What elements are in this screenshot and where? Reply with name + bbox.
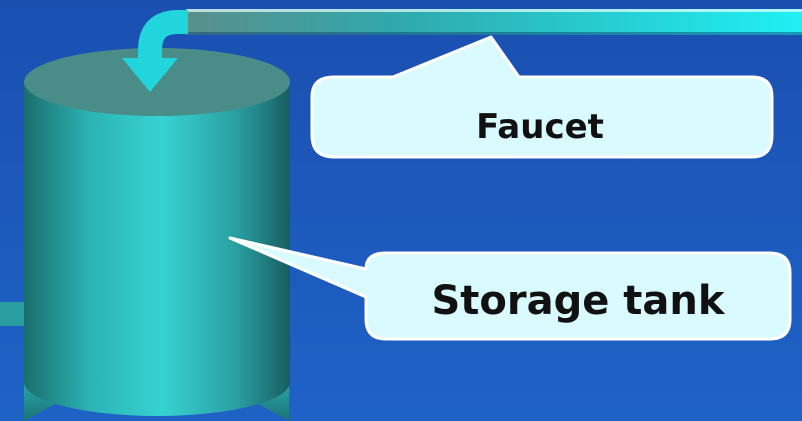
inflow-arrow-head [122, 58, 178, 92]
storage-tank-callout [228, 236, 792, 341]
storage-tank-label: Storage tank [431, 278, 725, 324]
pipe-highlight [186, 9, 802, 12]
tank-body [24, 82, 290, 416]
faucet-callout [310, 35, 774, 159]
storage-tank [24, 48, 290, 416]
faucet-pipe [186, 9, 802, 35]
faucet-label: Faucet [476, 107, 604, 147]
pipe-horizontal [186, 9, 802, 35]
pipe-shadow [186, 32, 802, 35]
inflow-arrow-shaft [138, 10, 188, 60]
inflow-arrow [122, 10, 188, 92]
